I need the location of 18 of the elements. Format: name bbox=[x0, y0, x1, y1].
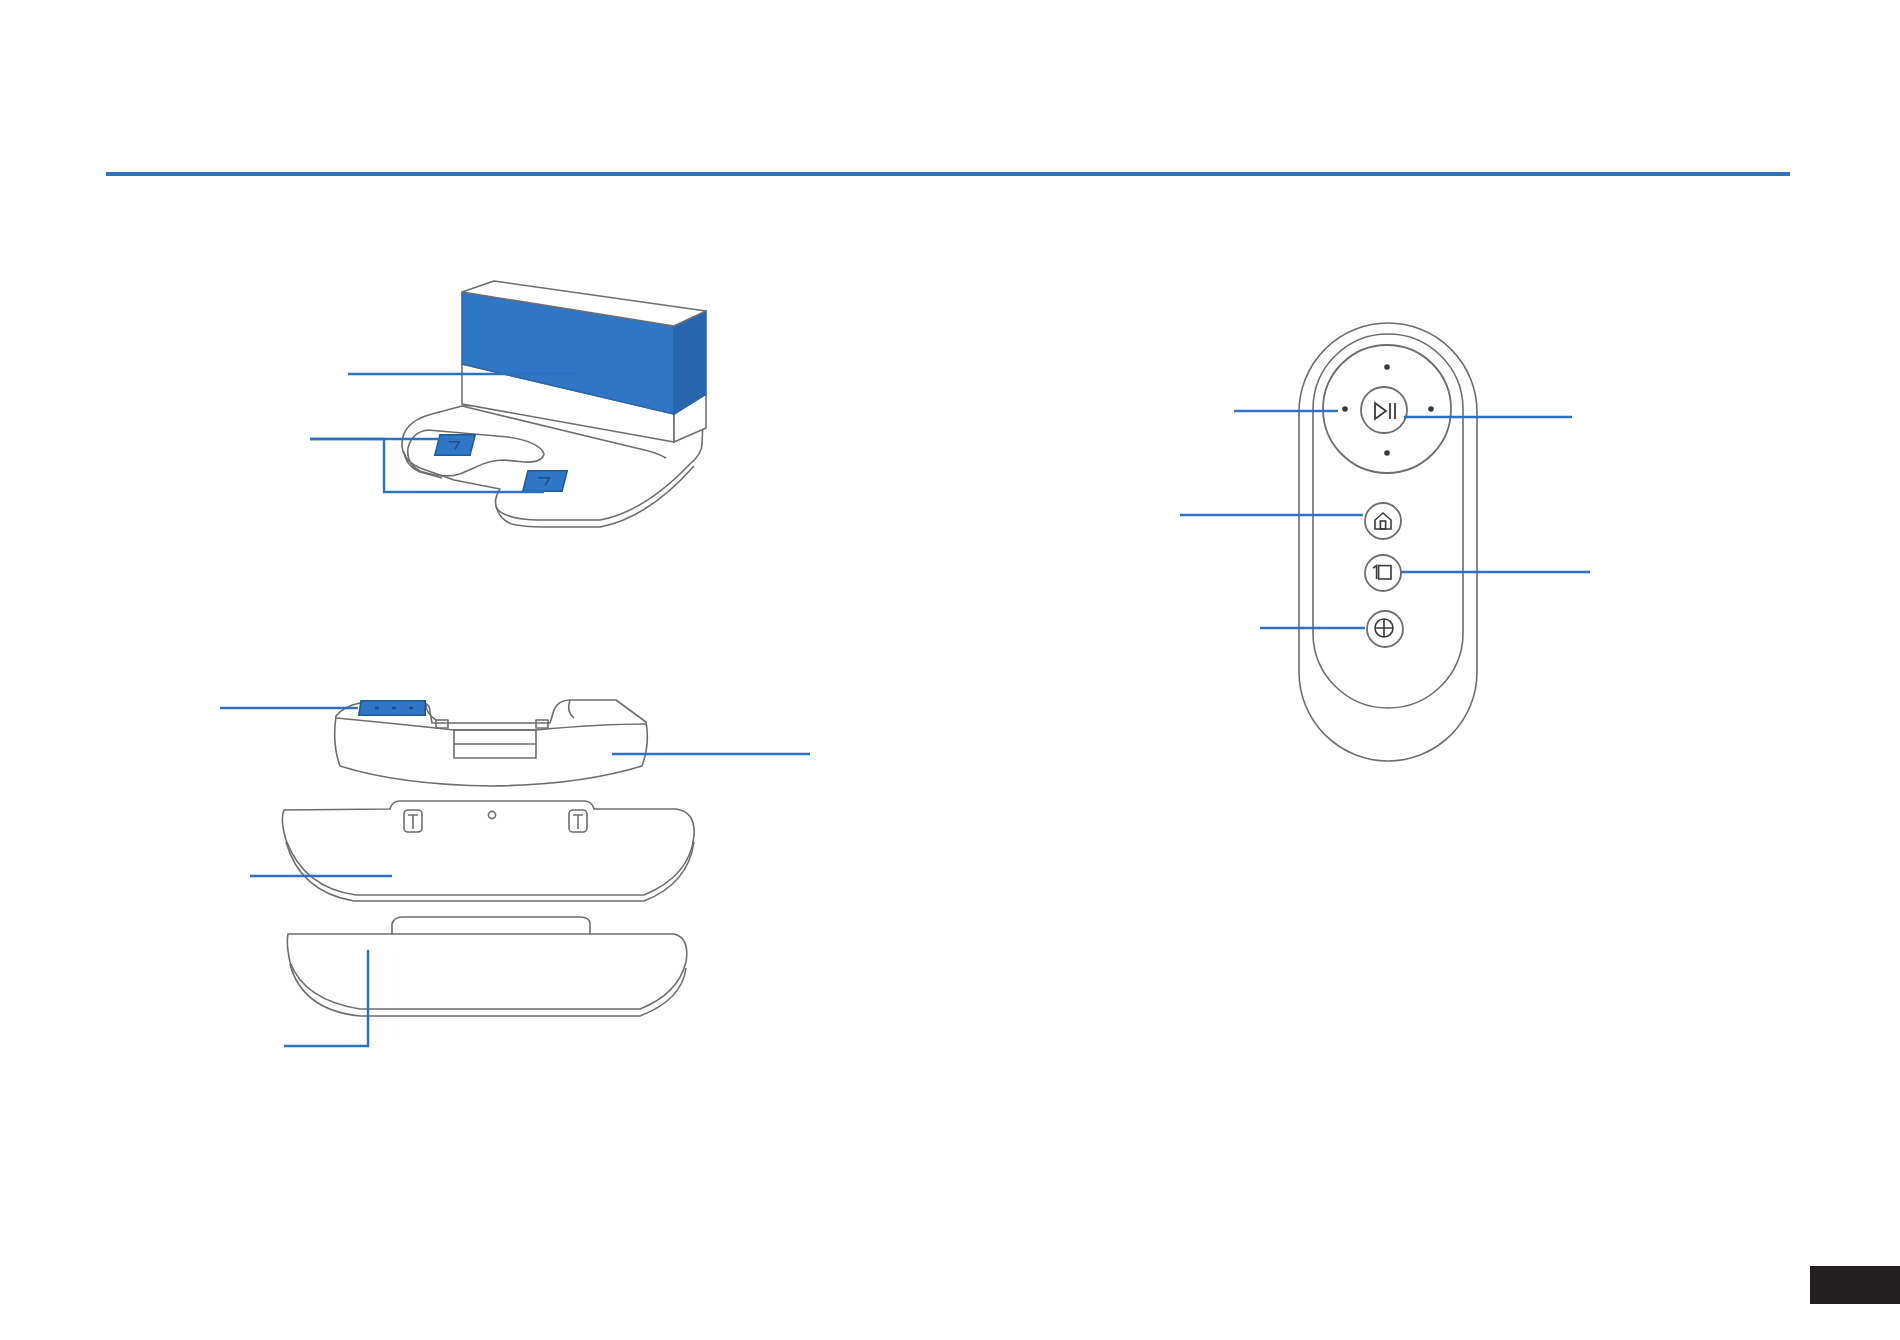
leader-line bbox=[612, 752, 810, 756]
square-button bbox=[1363, 553, 1401, 591]
leader-line bbox=[284, 950, 370, 1048]
home-button bbox=[1363, 501, 1401, 539]
leader-line bbox=[1234, 409, 1338, 413]
leader-line bbox=[1401, 570, 1590, 574]
leader-line bbox=[250, 874, 392, 878]
contact-strip bbox=[358, 700, 426, 716]
leader-line bbox=[1180, 513, 1363, 517]
mop-pad bbox=[284, 914, 690, 1020]
leader-line bbox=[1404, 415, 1572, 419]
leader-line bbox=[220, 706, 358, 710]
leader-line bbox=[310, 437, 544, 494]
crosshair-button bbox=[1365, 609, 1403, 647]
play-pause-button bbox=[1360, 386, 1408, 434]
leader-line bbox=[1260, 626, 1365, 630]
charging-dock bbox=[398, 276, 710, 532]
direction-pad bbox=[1322, 343, 1452, 473]
